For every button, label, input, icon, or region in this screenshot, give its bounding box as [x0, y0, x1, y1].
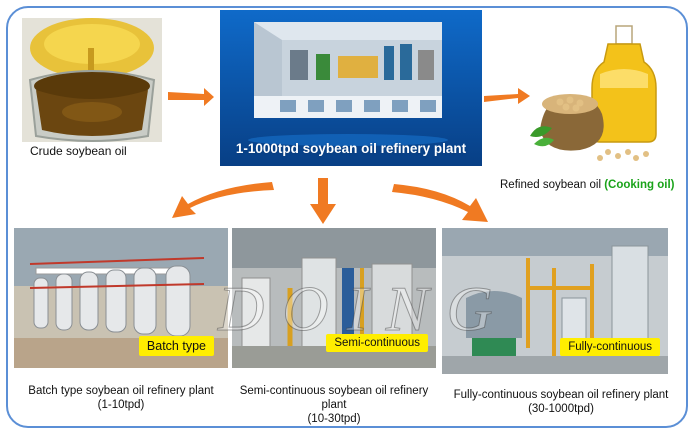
center-plant-title: 1-1000tpd soybean oil refinery plant: [235, 141, 467, 156]
crude-oil-photo: [22, 18, 162, 142]
refined-oil-label-main: Refined soybean oil: [500, 179, 605, 191]
semi-caption-line2: (10-30tpd): [307, 413, 361, 425]
outer-frame: [6, 6, 688, 428]
batch-caption-line1: Batch type soybean oil refinery plant: [28, 385, 214, 397]
refined-oil-illustration: [530, 25, 657, 161]
batch-plant-caption: Batch type soybean oil refinery plant (1…: [14, 384, 228, 412]
semi-continuous-tag: Semi-continuous: [326, 334, 428, 352]
fully-continuous-tag: Fully-continuous: [560, 338, 660, 356]
batch-type-tag: Batch type: [138, 336, 214, 356]
fully-plant-photo: Fully-continuous: [442, 228, 668, 374]
refined-oil-label: Refined soybean oil (Cooking oil): [500, 178, 696, 192]
arrow-to-batch: [172, 182, 274, 218]
arrow-crude-to-plant: [168, 88, 214, 106]
batch-plant-photo: Batch type: [14, 228, 228, 368]
fully-caption-line1: Fully-continuous soybean oil refinery pl…: [453, 389, 669, 401]
batch-caption-line2: (1-10tpd): [97, 399, 145, 411]
semi-caption-line1: Semi-continuous soybean oil refinery pla…: [239, 385, 429, 411]
fully-caption-line2: (30-1000tpd): [528, 403, 594, 415]
center-plant-image: 1-1000tpd soybean oil refinery plant: [220, 10, 482, 166]
fully-plant-caption: Fully-continuous soybean oil refinery pl…: [446, 388, 676, 416]
arrow-group: [168, 88, 530, 224]
crude-oil-label: Crude soybean oil: [30, 144, 127, 158]
refined-oil-photo: [524, 18, 674, 168]
refined-oil-label-accent: (Cooking oil): [604, 179, 675, 191]
semi-plant-caption: Semi-continuous soybean oil refinery pla…: [226, 384, 442, 426]
arrow-to-fully: [392, 184, 488, 222]
arrow-to-semi: [310, 178, 336, 224]
semi-plant-photo: Semi-continuous: [232, 228, 436, 368]
refinery-building-illustration: [220, 10, 482, 166]
watermark-logo: DOING: [218, 273, 511, 345]
arrow-plant-to-refined: [484, 88, 530, 104]
crude-oil-illustration: [22, 18, 162, 142]
